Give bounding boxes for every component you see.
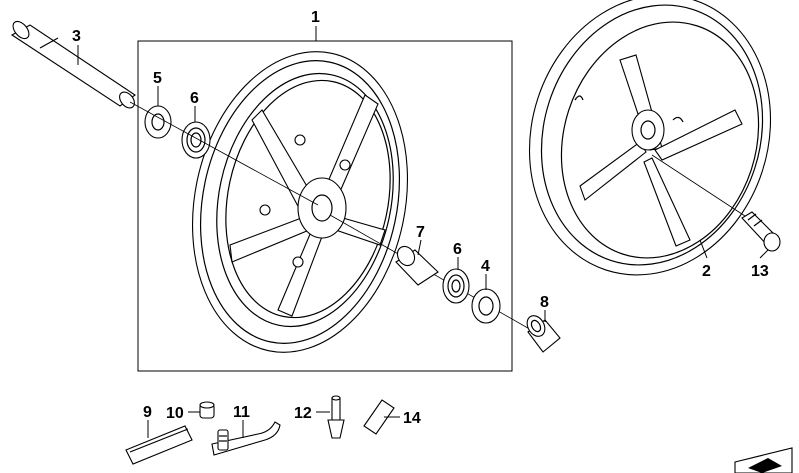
callout-13[interactable]: 13 xyxy=(751,263,769,280)
callout-14[interactable]: 14 xyxy=(403,410,421,427)
callout-2[interactable]: 2 xyxy=(702,263,711,280)
callout-8[interactable]: 8 xyxy=(540,294,549,311)
callout-5[interactable]: 5 xyxy=(153,70,162,87)
callout-9[interactable]: 9 xyxy=(143,404,152,421)
callout-7[interactable]: 7 xyxy=(416,224,425,241)
bearing-lower[interactable] xyxy=(442,268,470,304)
spacer-sleeve[interactable] xyxy=(394,243,439,286)
valve-stem[interactable] xyxy=(327,395,345,439)
valve-tag[interactable] xyxy=(363,399,395,435)
callout-12[interactable]: 12 xyxy=(294,405,312,422)
valve-cap[interactable] xyxy=(199,401,215,419)
bearing-upper[interactable] xyxy=(181,121,211,159)
seal-ring[interactable] xyxy=(471,288,501,324)
callout-11[interactable]: 11 xyxy=(233,404,250,421)
leader-13 xyxy=(759,249,769,259)
callout-6-lower[interactable]: 6 xyxy=(453,241,462,258)
callout-1[interactable]: 1 xyxy=(311,9,320,26)
callout-3[interactable]: 3 xyxy=(72,28,81,45)
bolt[interactable] xyxy=(741,211,781,252)
leader-2 xyxy=(699,239,708,259)
axle[interactable] xyxy=(10,18,137,110)
balance-weight[interactable] xyxy=(125,425,193,465)
wheel-rear-view[interactable] xyxy=(494,0,799,307)
bush[interactable] xyxy=(524,312,561,353)
corner-arrow-icon[interactable] xyxy=(734,447,793,473)
callout-4[interactable]: 4 xyxy=(481,258,490,275)
callout-10[interactable]: 10 xyxy=(166,405,184,422)
axis-line-bolt xyxy=(651,154,749,219)
assembly-frame xyxy=(137,40,513,372)
leader-7 xyxy=(417,239,422,256)
front-wheel[interactable] xyxy=(166,31,435,372)
callout-6-upper[interactable]: 6 xyxy=(190,90,199,107)
axis-line-right xyxy=(329,214,541,336)
angled-valve[interactable] xyxy=(211,421,281,456)
axis-line-left xyxy=(129,101,319,206)
